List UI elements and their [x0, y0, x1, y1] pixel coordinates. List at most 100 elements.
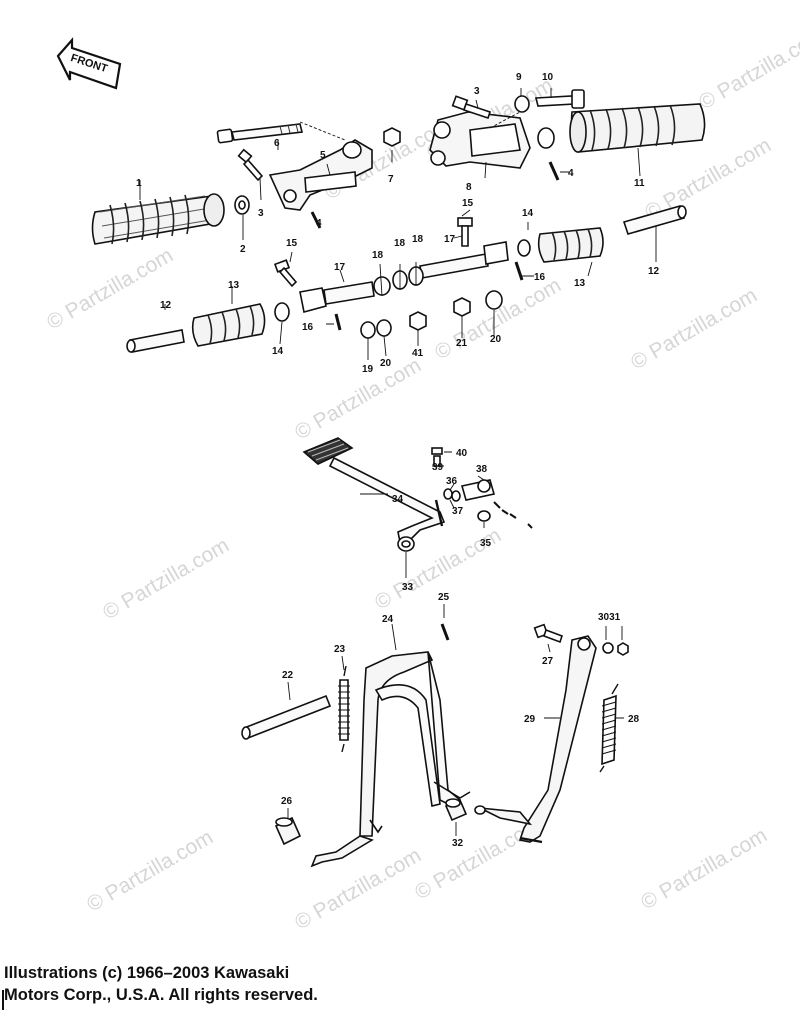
footrest-rubber-left — [91, 193, 225, 245]
callout-39: 39 — [432, 462, 444, 473]
footrest-rubber-13-right — [537, 227, 604, 263]
pivot-pin-12-right — [622, 205, 687, 235]
side-stand-29 — [474, 635, 597, 844]
callout-16: 16 — [534, 272, 546, 283]
callout-5: 5 — [320, 150, 326, 161]
stand-shaft-22 — [241, 694, 332, 740]
nut-41 — [409, 311, 427, 331]
callout-36: 36 — [446, 476, 458, 487]
callout-25: 25 — [438, 592, 450, 603]
callout-18: 18 — [372, 250, 384, 261]
watermark-layer: © Partzilla.com© Partzilla.com© Partzill… — [43, 24, 800, 935]
brake-pedal-arm — [328, 456, 446, 543]
leader-lines-stand — [287, 604, 624, 836]
nut-21 — [453, 297, 471, 317]
callout-10: 10 — [542, 72, 554, 83]
footrest-shaft-17 — [299, 241, 509, 313]
leader-lines-top — [139, 88, 657, 360]
washer-20-right — [485, 290, 503, 310]
callout-27: 27 — [542, 656, 554, 667]
callout-28: 28 — [628, 714, 640, 725]
watermark-text: © Partzilla.com — [83, 826, 217, 917]
callout-13: 13 — [228, 280, 240, 291]
nut-7 — [383, 127, 401, 147]
callout-26: 26 — [281, 796, 293, 807]
side-stand-spring-28 — [599, 683, 619, 773]
brake-rod-parts — [431, 447, 533, 529]
watermark-text: © Partzilla.com — [695, 24, 800, 115]
callout-37: 37 — [452, 506, 464, 517]
bolt-6 — [216, 123, 303, 144]
callout-22: 22 — [282, 670, 294, 681]
stand-collar-26 — [274, 816, 302, 846]
copyright-line-1: Illustrations (c) 1966–2003 Kawasaki — [4, 964, 290, 982]
callout-40: 40 — [456, 448, 468, 459]
copyright-notice: Illustrations (c) 1966–2003 Kawasaki Mot… — [4, 962, 318, 1006]
callout-3: 3 — [474, 86, 480, 97]
main-stand-24 — [310, 651, 471, 868]
callout-41: 41 — [412, 348, 424, 359]
watermark-text: © Partzilla.com — [99, 534, 233, 625]
callout-38: 38 — [476, 464, 488, 475]
callout-12: 12 — [160, 300, 172, 311]
callout-6: 6 — [274, 138, 280, 149]
bolt-3-right — [451, 95, 492, 120]
callout-16: 16 — [302, 322, 314, 333]
callout-34: 34 — [392, 494, 404, 505]
watermark-text: © Partzilla.com — [637, 824, 771, 915]
stand-assembly — [241, 623, 629, 868]
spring-pin-16-left — [334, 313, 342, 331]
watermark-text: © Partzilla.com — [627, 284, 761, 375]
callout-1: 1 — [136, 178, 142, 189]
washer-14-left — [274, 302, 290, 322]
callout-2: 2 — [240, 244, 246, 255]
stand-collar-32 — [444, 798, 468, 822]
callout-14: 14 — [522, 208, 534, 219]
bolt-3-left — [237, 148, 264, 182]
callout-8: 8 — [466, 182, 472, 193]
callout-20: 20 — [380, 358, 392, 369]
stand-spring-23 — [338, 665, 350, 753]
callout-35: 35 — [480, 538, 492, 549]
callout-9: 9 — [516, 72, 522, 83]
spring-pin-4-left — [310, 211, 322, 229]
footrest-rubber-right — [569, 103, 706, 153]
callout-18: 18 — [412, 234, 424, 245]
side-stand-bolt-27 — [533, 623, 564, 644]
brake-pedal-assembly — [302, 437, 533, 552]
watermark-text: © Partzilla.com — [431, 274, 565, 365]
bolt-15-right — [457, 217, 473, 247]
callout-18: 18 — [394, 238, 406, 249]
copyright-bar — [2, 990, 4, 1010]
leader-lines-brake — [360, 451, 485, 578]
watermark-text: © Partzilla.com — [291, 844, 425, 935]
callout-4: 4 — [316, 218, 322, 229]
bolt-10 — [534, 89, 585, 109]
stand-pin-25 — [440, 623, 450, 641]
footrest-rubber-13-left — [191, 303, 266, 347]
washer-20-left — [376, 319, 392, 337]
callout-24: 24 — [382, 614, 394, 625]
pivot-pin-12-left — [126, 329, 185, 353]
bolt-15-left — [273, 259, 298, 288]
washer-19 — [360, 321, 376, 339]
callout-15: 15 — [462, 198, 474, 209]
callout-23: 23 — [334, 644, 346, 655]
footrest-bracket-left — [268, 139, 373, 211]
callout-11: 11 — [634, 178, 645, 189]
watermark-text: © Partzilla.com — [291, 354, 425, 445]
callout-3031: 3031 — [598, 612, 621, 623]
callout-3: 3 — [258, 208, 264, 219]
callout-14: 14 — [272, 346, 284, 357]
spring-pin-4-right — [548, 161, 560, 181]
callout-20: 20 — [490, 334, 502, 345]
copyright-line-2: Motors Corp., U.S.A. All rights reserved… — [4, 986, 318, 1004]
callout-7: 7 — [388, 174, 394, 185]
callout-17: 17 — [334, 262, 346, 273]
watermark-text: © Partzilla.com — [43, 244, 177, 335]
callout-32: 32 — [452, 838, 464, 849]
footrest-bracket-right — [429, 111, 531, 169]
spring-pin-16-right — [514, 261, 524, 281]
